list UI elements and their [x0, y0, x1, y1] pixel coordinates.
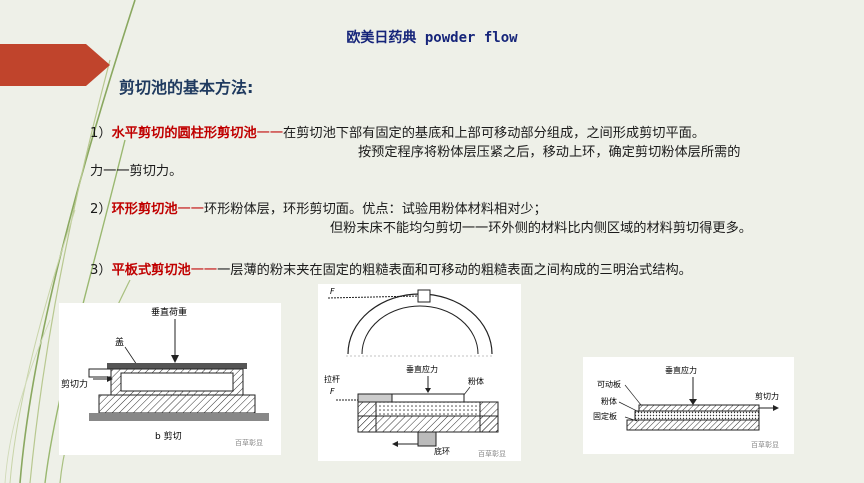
annular-shear-cell-diagram: F 垂直应力 拉杆 F 粉体 底环 百草彰显 — [324, 287, 506, 458]
item-3-term: 平板式剪切池 — [111, 263, 191, 278]
item-2-term: 环形剪切池 — [111, 202, 178, 217]
figure-plate-shear-cell: 垂直应力 可动板 粉体 固定板 剪切力 百草彰显 — [583, 357, 794, 454]
item-3-dash: 一一 — [190, 263, 218, 278]
section-title: 剪切池的基本方法: — [119, 78, 254, 97]
figure-annular-shear-cell: F 垂直应力 拉杆 F 粉体 底环 百草彰显 — [318, 284, 521, 461]
fig2-pull-rod-label: 拉杆 — [324, 374, 340, 384]
fig3-fixed-plate-label: 固定板 — [593, 411, 617, 421]
fig2-watermark: 百草彰显 — [478, 449, 506, 458]
figure-cylindrical-shear-cell: 垂直荷重 盖 剪切力 b 剪切 百草彰显 — [59, 303, 281, 455]
fig1-caption: b 剪切 — [155, 430, 182, 442]
fig3-shear-force-label: 剪切力 — [755, 391, 779, 401]
item-3-number: 3） — [90, 263, 112, 278]
fig3-vertical-stress-label: 垂直应力 — [665, 365, 697, 375]
item-3-line-1: 3）平板式剪切池一一一层薄的粉末夹在固定的粗糙表面和可移动的粗糙表面之间构成的三… — [90, 262, 692, 280]
fig2-vertical-stress-label: 垂直应力 — [406, 364, 438, 374]
fig3-movable-plate-label: 可动板 — [597, 379, 621, 389]
plate-shear-cell-diagram: 垂直应力 可动板 粉体 固定板 剪切力 百草彰显 — [593, 365, 779, 449]
item-1-line-3: 力一一剪切力。 — [90, 164, 183, 179]
fig1-watermark: 百草彰显 — [235, 438, 263, 447]
cylindrical-shear-cell-diagram: 垂直荷重 盖 剪切力 b 剪切 百草彰显 — [61, 306, 269, 447]
item-1-text: 在剪切池下部有固定的基底和上部可移动部分组成，之间形成剪切平面。 — [283, 126, 706, 141]
item-1-term: 水平剪切的圆柱形剪切池 — [111, 126, 257, 141]
item-2-line-2: 但粉末床不能均匀剪切一一环外侧的材料比内侧区域的材料剪切得更多。 — [330, 221, 752, 236]
item-1-dash: 一一 — [256, 126, 284, 141]
fig3-powder-label: 粉体 — [601, 396, 617, 406]
fig2-force-mid-label: F — [330, 387, 335, 396]
page-title: 欧美日药典 powder flow — [346, 30, 518, 46]
fig1-vertical-load-label: 垂直荷重 — [151, 306, 187, 318]
fig2-force-top-label: F — [330, 287, 335, 296]
item-1-number: 1） — [90, 126, 112, 141]
item-2-line-1: 2）环形剪切池一一环形粉体层，环形剪切面。优点：试验用粉体材料相对少； — [90, 201, 547, 219]
red-arrow-banner — [0, 44, 110, 86]
fig1-shear-force-label: 剪切力 — [61, 378, 88, 390]
item-1-line-2: 按预定程序将粉体层压紧之后，移动上环，确定剪切粉体层所需的 — [358, 145, 741, 160]
fig3-watermark: 百草彰显 — [751, 440, 779, 449]
fig2-powder-label: 粉体 — [468, 376, 484, 386]
item-3-text: 一层薄的粉末夹在固定的粗糙表面和可移动的粗糙表面之间构成的三明治式结构。 — [217, 263, 692, 278]
item-1-line-1: 1）水平剪切的圆柱形剪切池一一在剪切池下部有固定的基底和上部可移动部分组成，之间… — [90, 125, 705, 143]
fig2-base-ring-label: 底环 — [434, 446, 450, 456]
item-2-dash: 一一 — [177, 202, 204, 217]
item-2-number: 2） — [90, 202, 112, 217]
item-2-text: 环形粉体层，环形剪切面。优点：试验用粉体材料相对少； — [203, 202, 547, 217]
fig1-lid-label: 盖 — [115, 336, 124, 348]
